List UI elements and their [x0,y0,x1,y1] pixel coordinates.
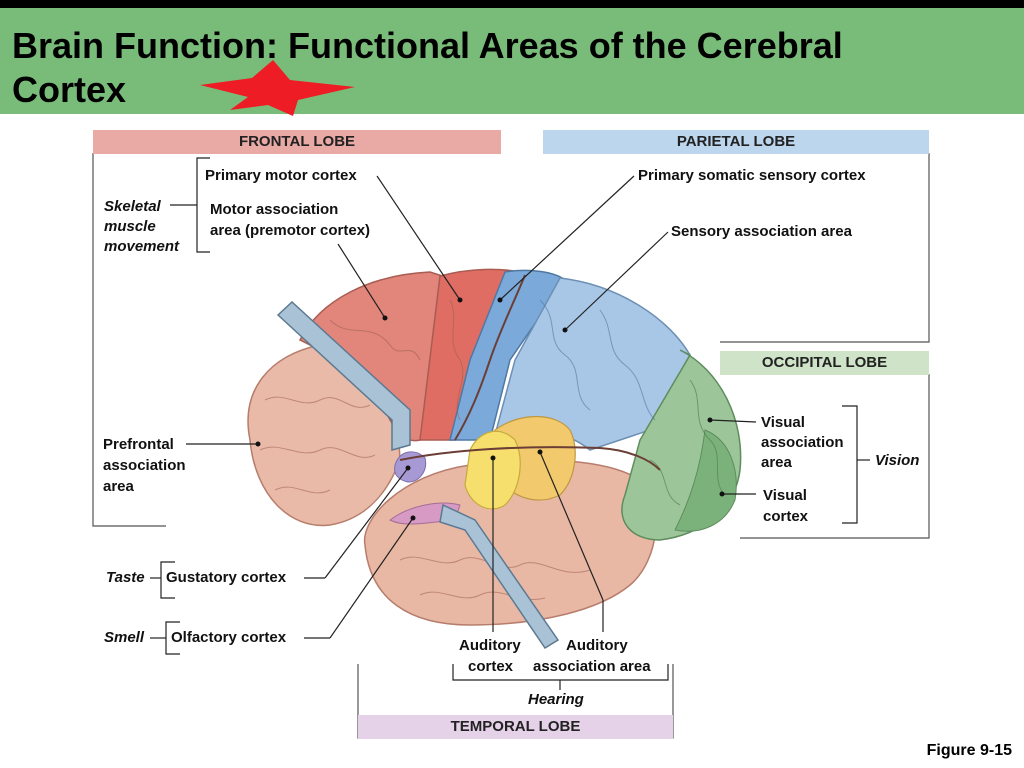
title-line-2: Cortex [12,69,127,110]
auditory-cortex-label-1: Auditory [459,637,521,654]
auditory-cortex-label-2: cortex [468,658,514,675]
frontal-lobe-label: FRONTAL LOBE [93,130,501,154]
occipital-lobe-label: OCCIPITAL LOBE [720,351,929,375]
prefrontal-label-1: Prefrontal [103,436,174,453]
vision-label: Vision [875,452,920,469]
slide-title: Brain Function: Functional Areas of the … [12,24,972,112]
top-black-bar [0,0,1024,8]
primary-somatic-sensory-label: Primary somatic sensory cortex [638,167,866,184]
parietal-lobe-label: PARIETAL LOBE [543,130,929,154]
olfactory-cortex-label: Olfactory cortex [171,629,287,646]
sensory-association-label: Sensory association area [671,223,852,240]
auditory-association-label-2: association area [533,658,651,675]
visual-association-label-3: area [761,454,792,471]
visual-cortex-region [674,429,737,532]
skeletal-label-2: muscle [104,218,156,235]
visual-cortex-label-2: cortex [763,508,809,525]
motor-association-label-1: Motor association [210,201,339,218]
motor-association-label-2: area (premotor cortex) [210,222,371,239]
smell-label: Smell [104,629,145,646]
figure-number: Figure 9-15 [926,742,1012,759]
hearing-label: Hearing [528,691,584,708]
leader-lines [150,157,870,690]
taste-label: Taste [106,569,145,586]
visual-association-label-2: association [761,434,844,451]
star-icon [200,60,355,116]
title-line-1: Brain Function: Functional Areas of the … [12,25,843,66]
gustatory-cortex-label: Gustatory cortex [166,569,287,586]
temporal-lobe-label: TEMPORAL LOBE [358,715,673,739]
slide-header: Brain Function: Functional Areas of the … [0,8,1024,114]
skeletal-label-1: Skeletal [104,198,161,215]
prefrontal-label-3: area [103,478,134,495]
visual-cortex-label-1: Visual [763,487,807,504]
prefrontal-label-2: association [103,457,186,474]
visual-association-label-1: Visual [761,414,805,431]
brain-illustration [247,268,742,650]
somatic-sensory-region [449,269,567,441]
primary-motor-cortex-label: Primary motor cortex [205,167,357,184]
skeletal-label-3: movement [104,238,180,255]
auditory-association-label-1: Auditory [566,637,628,654]
leader-dots [255,297,725,521]
